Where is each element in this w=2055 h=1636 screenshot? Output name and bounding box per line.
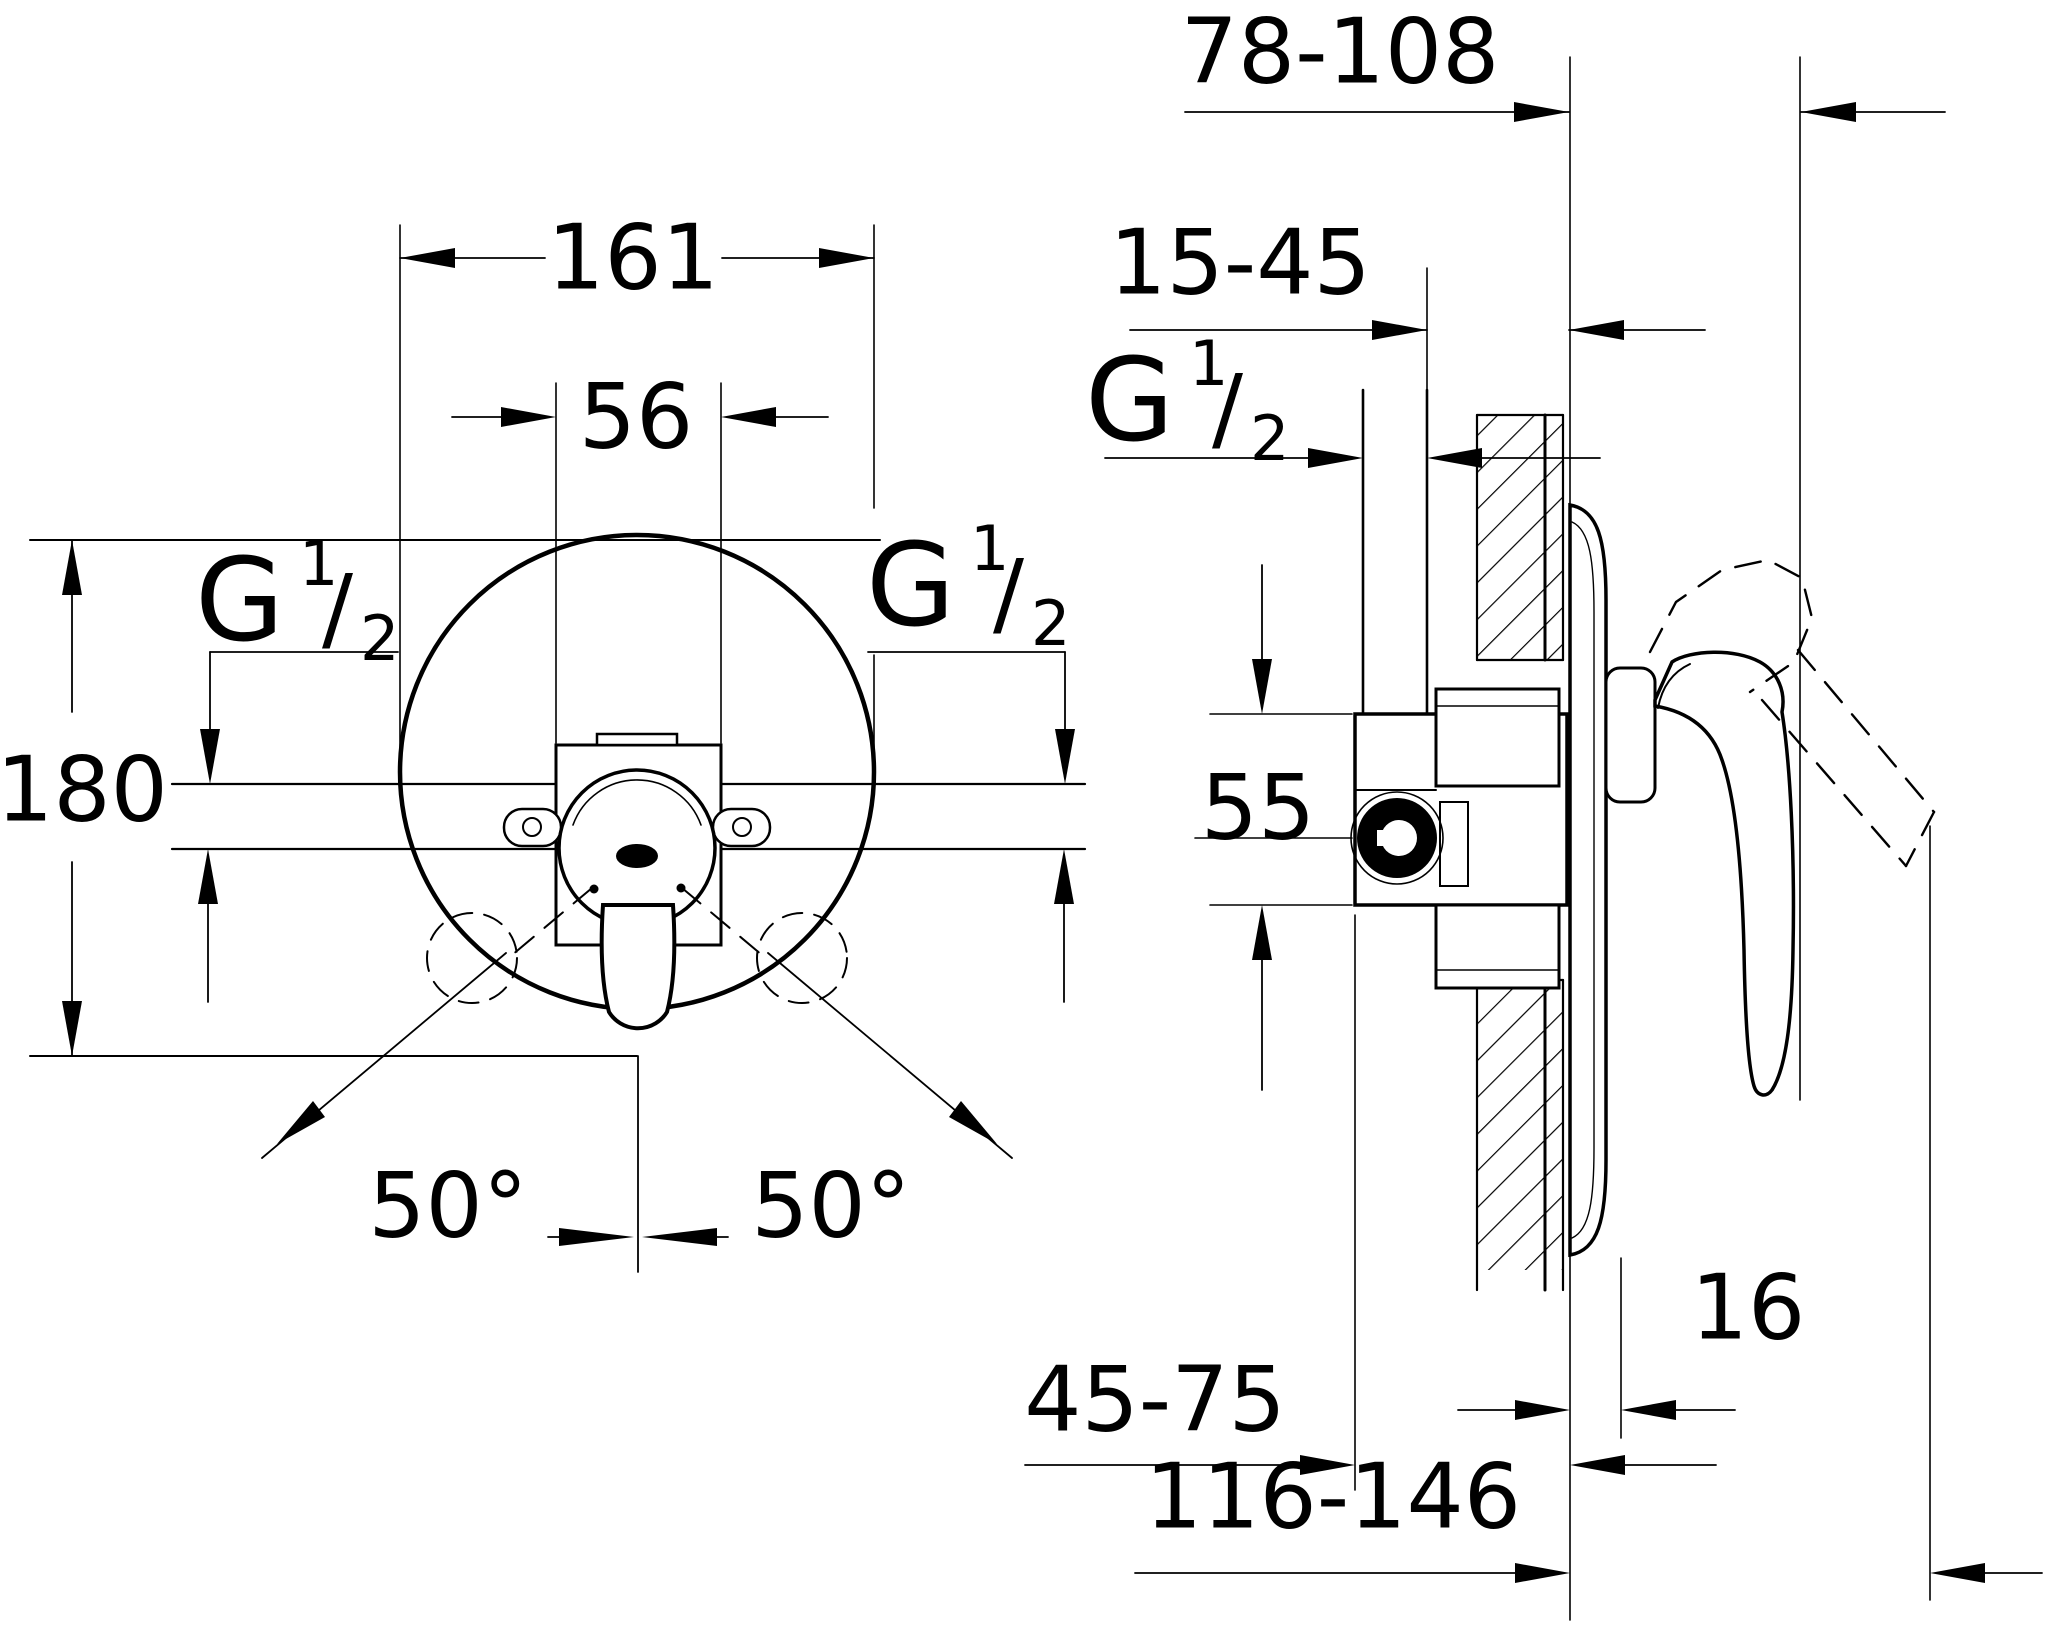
wall-section-upper bbox=[1475, 413, 1565, 662]
thread-main: G bbox=[195, 534, 284, 668]
dim-plate-thickness-label: 16 bbox=[1691, 1256, 1806, 1361]
dim-height-label: 180 bbox=[0, 738, 168, 843]
dim-body-height-label: 55 bbox=[1201, 756, 1316, 861]
handle-hub bbox=[1604, 666, 1657, 804]
supply-pipe bbox=[1361, 267, 1429, 716]
angle-arrow-right bbox=[949, 1101, 997, 1144]
dim-depth-max-label: 116-146 bbox=[1145, 1445, 1521, 1550]
dim-plate-thickness: 16 bbox=[1457, 1256, 1806, 1420]
ear-tabs bbox=[502, 807, 772, 848]
dim-plate-width-56: 56 bbox=[451, 365, 829, 744]
lever-handle-side bbox=[1653, 650, 1796, 1097]
dim-pipe-depth: 15-45 bbox=[1109, 211, 1706, 340]
mounting-plate-tab bbox=[595, 732, 679, 747]
front-view: 180 161 56 G 1 / 2 bbox=[0, 206, 1087, 1273]
dim-handle-depth-label: 78-108 bbox=[1181, 0, 1500, 105]
dim-depth-min: 45-75 bbox=[1024, 1348, 1717, 1475]
brand-logo-mark bbox=[616, 844, 658, 868]
dim-angle-right-label: 50° bbox=[751, 1154, 911, 1259]
valve-core-inner-arc bbox=[572, 779, 702, 826]
dim-depth-min-label: 45-75 bbox=[1024, 1348, 1286, 1453]
thread-slash: / bbox=[322, 555, 353, 662]
thread-callout-side: G 1 / 2 bbox=[1085, 327, 1601, 475]
extension-lines bbox=[1354, 56, 1931, 1621]
thread-sub: 2 bbox=[360, 602, 399, 675]
escutcheon-side bbox=[1568, 502, 1608, 1258]
cartridge-clamp bbox=[1439, 801, 1469, 887]
lever-handle-dashed bbox=[1648, 558, 1936, 868]
dim-diameter-161: 161 bbox=[399, 206, 875, 771]
escutcheon-side-inner bbox=[1571, 521, 1595, 1239]
thread-callout-front-right: G 1 / 2 bbox=[866, 512, 1075, 1003]
dim-handle-depth: 78-108 bbox=[1181, 0, 1946, 122]
dim-depth-max: 116-146 bbox=[1134, 1445, 2043, 1583]
wall-section-lower bbox=[1475, 978, 1565, 1292]
dim-body-height: 55 bbox=[1201, 564, 1353, 1091]
inlet-elbow-lower bbox=[1434, 903, 1561, 990]
dim-angle-left-label: 50° bbox=[368, 1154, 528, 1259]
dim-height-180: 180 bbox=[0, 539, 168, 1057]
thread-sub: 2 bbox=[1250, 402, 1289, 475]
dim-pipe-depth-label: 15-45 bbox=[1109, 211, 1371, 316]
thread-slash: / bbox=[993, 540, 1024, 647]
vertex-arrow-right bbox=[642, 1228, 717, 1246]
thread-sup: 1 bbox=[970, 512, 1009, 585]
lever-handle-front bbox=[599, 903, 677, 1031]
dim-plate-width-label: 56 bbox=[579, 365, 694, 470]
thread-slash: / bbox=[1212, 355, 1243, 462]
vertex-arrow-left bbox=[559, 1228, 634, 1246]
thread-sub: 2 bbox=[1031, 587, 1070, 660]
side-view: 78-108 15-45 G 1 / 2 bbox=[1024, 0, 2043, 1621]
lever-head-detail bbox=[1657, 663, 1691, 709]
supply-band-lines bbox=[170, 782, 1087, 851]
adjuster-knob bbox=[1350, 791, 1444, 885]
thread-main: G bbox=[1085, 334, 1174, 468]
thread-sup: 1 bbox=[1189, 327, 1228, 400]
thread-sup: 1 bbox=[299, 527, 338, 600]
handle-swing-dashes bbox=[426, 887, 848, 1004]
thread-main: G bbox=[866, 519, 955, 653]
inlet-elbow-upper bbox=[1434, 687, 1561, 788]
core-dot-left bbox=[589, 884, 599, 894]
dim-diameter-label: 161 bbox=[547, 206, 719, 311]
thread-callout-front-left: G 1 / 2 bbox=[195, 527, 399, 1003]
angle-arrow-left bbox=[277, 1101, 325, 1144]
